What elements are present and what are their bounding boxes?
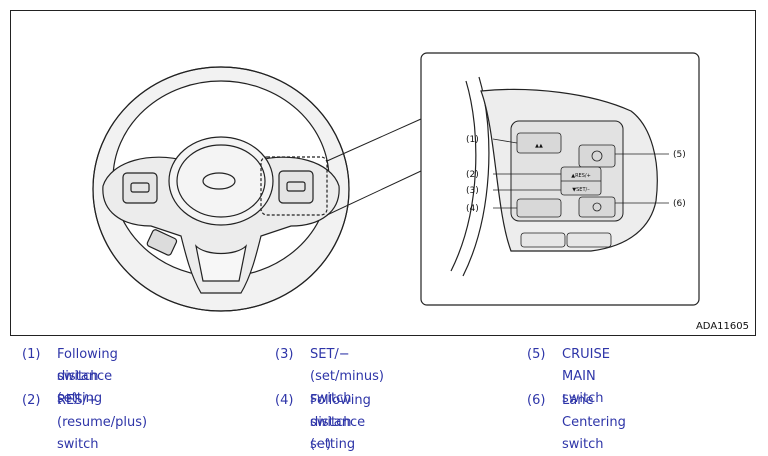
legend-text: SET/− (set/minus) switch (310, 347, 384, 406)
callout-2: (2) (466, 170, 479, 180)
legend-number: (4) (275, 393, 294, 408)
steering-wheel-illustration: ▲▲ ▲RES/+ ▼SET/– (92, 52, 700, 312)
legend-number: (6) (527, 393, 546, 408)
legend-number: (2) (22, 393, 41, 408)
callout-4: (4) (466, 204, 479, 214)
callout-1: (1) (466, 135, 479, 145)
callout-6: (6) (673, 199, 686, 209)
legend-number: (3) (275, 347, 294, 362)
legend-number: (1) (22, 347, 41, 362)
legend-number: (5) (527, 347, 546, 362)
legend-text: switch (−) (310, 415, 352, 452)
set-button-label: ▼SET/– (572, 187, 590, 193)
legend-text: Lane Centering switch (562, 393, 626, 452)
steering-wheel (92, 66, 350, 312)
detail-leader-lines (326, 118, 422, 216)
callout-5: (5) (673, 150, 686, 160)
figure-id: ADA11605 (695, 321, 749, 332)
legend-text: CRUISE MAIN switch (562, 347, 610, 406)
svg-text:▲▲: ▲▲ (535, 143, 543, 149)
legend-text: Following distance setting (57, 347, 118, 406)
legend-text: switch (+) (57, 369, 99, 406)
callout-3: (3) (466, 186, 479, 196)
detail-view: ▲▲ ▲RES/+ ▼SET/– (420, 52, 700, 306)
figure-frame: ▲▲ ▲RES/+ ▼SET/– (10, 10, 756, 336)
res-button-label: ▲RES/+ (571, 173, 591, 179)
legend: (1) Following distance setting switch (+… (0, 344, 768, 452)
legend-text: RES/+ (resume/plus) switch (57, 393, 148, 452)
